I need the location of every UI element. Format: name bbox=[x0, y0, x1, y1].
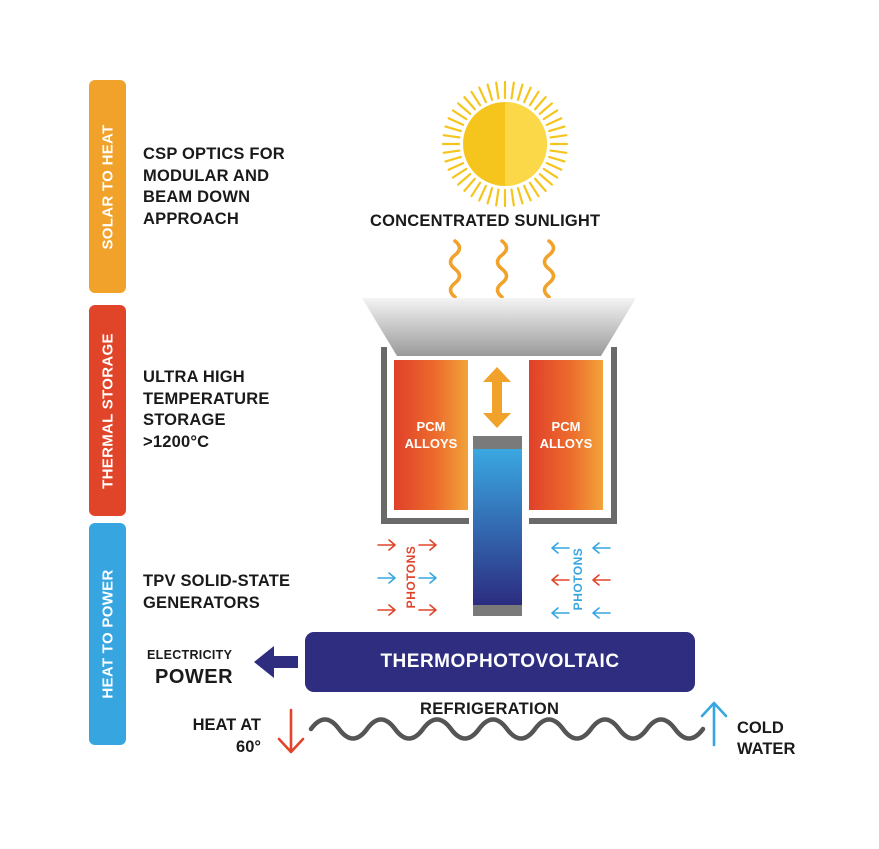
sun-ray bbox=[470, 181, 482, 198]
photon-arrows-right bbox=[551, 542, 611, 619]
sun-ray bbox=[442, 134, 461, 139]
sun-ray bbox=[548, 155, 566, 163]
refrigeration-label: REFRIGERATION bbox=[420, 700, 560, 718]
sun-ray bbox=[542, 109, 559, 121]
sun-ray bbox=[528, 90, 540, 107]
sun-ray bbox=[495, 188, 500, 207]
sun-ray bbox=[447, 117, 465, 126]
sun-ray bbox=[486, 83, 494, 101]
electricity-arrow-icon bbox=[254, 646, 298, 678]
sun-ray bbox=[463, 96, 476, 111]
photons-right-label: PHOTONS bbox=[571, 547, 585, 611]
sun-ray bbox=[451, 167, 468, 179]
emitter-rod bbox=[473, 436, 522, 616]
sun-ray bbox=[523, 86, 532, 104]
sun-ray bbox=[444, 125, 462, 133]
sun-ray bbox=[444, 155, 462, 163]
sun-ray bbox=[542, 167, 559, 179]
sun-ray bbox=[478, 86, 487, 104]
sunlight-waves-icon bbox=[448, 239, 556, 299]
heat-label: HEAT AT 60° bbox=[192, 716, 261, 756]
sun-ray bbox=[538, 173, 553, 186]
sunlight-label: CONCENTRATED SUNLIGHT bbox=[370, 212, 601, 230]
tpv-label: THERMOPHOTOVOLTAIC bbox=[380, 651, 620, 672]
pcm-block-right: PCM ALLOYS bbox=[529, 360, 603, 510]
pcm-right-label: PCM ALLOYS bbox=[539, 419, 593, 451]
pcm-block-left: PCM ALLOYS bbox=[394, 360, 468, 510]
double-arrow-icon bbox=[483, 367, 511, 428]
sun-ray bbox=[447, 162, 465, 171]
sun-ray bbox=[549, 134, 568, 139]
cold-water-label: COLD WATER bbox=[737, 719, 796, 758]
electricity-label: ELECTRICITY bbox=[147, 648, 233, 662]
sun-icon bbox=[441, 80, 569, 208]
sun-ray bbox=[451, 109, 468, 121]
storage-container bbox=[381, 347, 617, 524]
sun-ray bbox=[548, 125, 566, 133]
cold-water-arrow-icon bbox=[700, 701, 728, 747]
sun-ray bbox=[510, 81, 515, 100]
sun-ray bbox=[528, 181, 540, 198]
tpv-bar: THERMOPHOTOVOLTAIC bbox=[305, 632, 695, 692]
sun-ray bbox=[523, 184, 532, 202]
concentrator-cone bbox=[362, 298, 636, 356]
heat-arrow-icon bbox=[277, 708, 305, 754]
sun-ray bbox=[534, 177, 547, 192]
sun-ray bbox=[516, 83, 524, 101]
pcm-left-label: PCM ALLOYS bbox=[404, 419, 458, 451]
sun-ray bbox=[486, 187, 494, 205]
desc-thermal: ULTRA HIGH TEMPERATURE STORAGE >1200°C bbox=[143, 368, 270, 451]
sidebar-solar-to-heat: SOLAR TO HEAT bbox=[89, 80, 126, 293]
sidebar-heat-to-power: HEAT TO POWER bbox=[89, 523, 126, 745]
sun-ray bbox=[457, 102, 472, 115]
sun-ray bbox=[470, 90, 482, 107]
refrigeration-wave bbox=[308, 717, 706, 741]
sun-ray bbox=[510, 188, 515, 207]
sun-ray bbox=[463, 177, 476, 192]
sun-ray bbox=[549, 149, 568, 154]
sun-ray bbox=[538, 102, 553, 115]
sun-ray bbox=[457, 173, 472, 186]
photon-arrows-left bbox=[377, 539, 437, 616]
power-label: POWER bbox=[155, 666, 234, 688]
sun-ray bbox=[545, 162, 563, 171]
desc-solar: CSP OPTICS FOR MODULAR AND BEAM DOWN APP… bbox=[143, 145, 285, 228]
sun-ray bbox=[516, 187, 524, 205]
photons-left-label: PHOTONS bbox=[404, 545, 418, 609]
sun-ray bbox=[495, 81, 500, 100]
sun-ray bbox=[478, 184, 487, 202]
sun-ray bbox=[545, 117, 563, 126]
sun-ray bbox=[442, 149, 461, 154]
sidebar-thermal-storage: THERMAL STORAGE bbox=[89, 305, 126, 516]
desc-power: TPV SOLID-STATE GENERATORS bbox=[143, 572, 291, 612]
sun-ray bbox=[534, 96, 547, 111]
